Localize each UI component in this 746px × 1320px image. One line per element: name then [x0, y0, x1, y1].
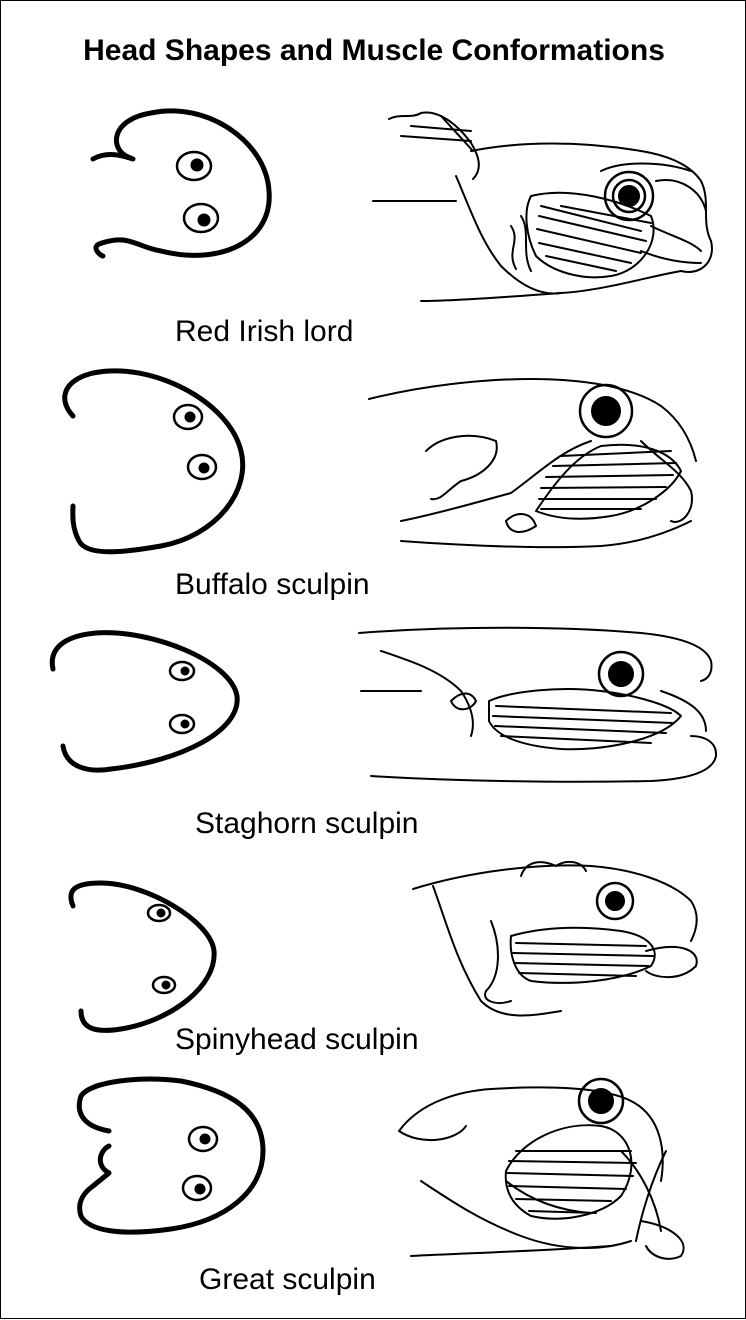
lateral-head-muscle-drawing-icon [399, 1079, 684, 1259]
lateral-head-muscle-drawing-icon [373, 112, 712, 301]
lateral-head-muscle-drawing-icon [359, 628, 716, 782]
dorsal-head-outline-icon [65, 371, 243, 552]
dorsal-head-outline-icon [71, 883, 214, 1030]
dorsal-head-outline-icon [79, 1079, 263, 1232]
dorsal-head-outline-icon [52, 633, 237, 770]
lateral-head-muscle-drawing-icon [369, 379, 696, 547]
dorsal-head-outline-icon [93, 111, 269, 256]
lateral-head-muscle-drawing-icon [413, 862, 697, 1016]
